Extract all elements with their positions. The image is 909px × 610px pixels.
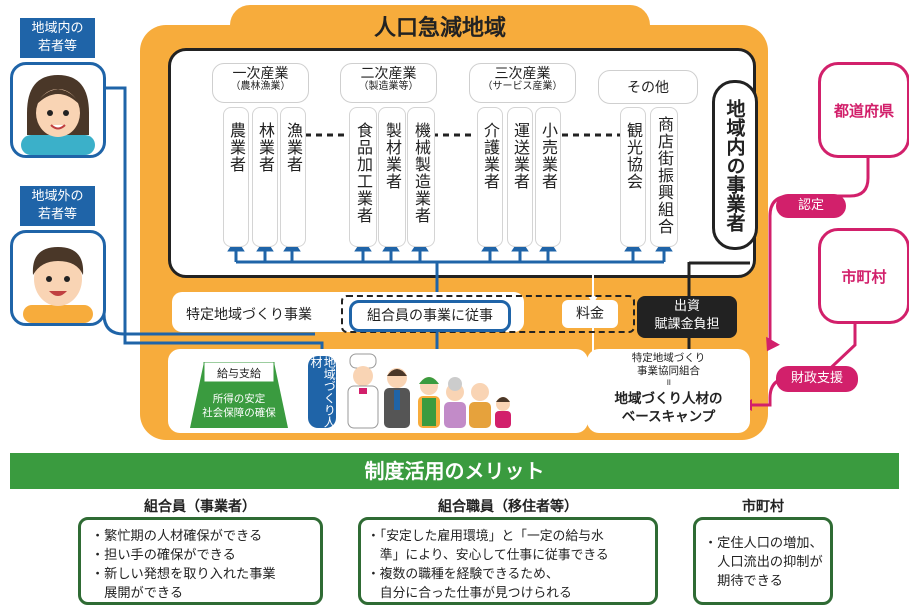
base-line1: 特定地域づくり [631,352,706,364]
merit-box-members: ・繁忙期の人材確保ができる ・担い手の確保ができる ・新しい発想を取り入れた事業… [78,517,323,605]
woman-face-icon [21,75,95,155]
inside-youth-tag: 地域内の若者等 [20,18,95,58]
merit-item: 展開ができる [91,586,184,601]
merit-head-staff: 組合職員（移住者等） [438,499,578,515]
man-face-icon [23,247,93,323]
merit-item: 人口流出の抑制が [704,555,823,570]
merit-box-municipality: ・定住人口の増加、 人口流出の抑制が 期待できる [693,517,833,605]
category-other-label: その他 [627,80,669,96]
category-secondary: 二次産業 （製造業等） [340,63,437,103]
business-agriculture: 農業者 [223,107,249,247]
category-tertiary-sub: （サービス産業） [482,80,563,92]
investment-box: 出資 賦課金負担 [637,296,737,338]
business-machinery: 機械製造業者 [407,107,435,247]
salary-line2: 社会保障の確保 [202,407,276,419]
municipality-box: 市町村 [818,228,909,324]
outside-youth-tag: 地域外の若者等 [20,186,95,226]
merit-item: ・繁忙期の人材確保ができる [91,529,263,544]
financial-support-tag: 財政支援 [776,366,858,392]
merit-item: 期待できる [704,574,783,589]
base-camp-panel: 特定地域づくり 事業協同組合 ॥ 地域づくり人材の ベースキャンプ [587,349,750,433]
dashed-frame [341,295,635,333]
business-retail: 小売業者 [535,107,561,247]
merit-item: 自分に合った仕事が見つけられる [367,586,572,601]
region-title: 人口急減地域 [230,5,650,49]
category-secondary-sub: （製造業等） [358,80,419,92]
business-fishery: 漁業者 [280,107,306,247]
business-forestry: 林業者 [252,107,278,247]
investment-line2: 賦課金負担 [654,317,720,332]
prefecture-box: 都道府県 [818,62,909,158]
category-primary-sub: （農林漁業） [230,80,291,92]
merit-item: 準」により、安心して仕事に従事できる [367,548,609,563]
base-line4: 地域づくり人材の [614,391,723,407]
category-tertiary: 三次産業 （サービス産業） [469,63,576,103]
outside-youth-avatar [10,230,106,326]
member-work-label: 組合員の事業に従事 [349,300,511,332]
business-food-processing: 食品加工業者 [349,107,377,247]
base-line3: ॥ [665,378,672,388]
outside-youth-label: 地域外の若者等 [31,189,84,222]
business-lumber: 製材業者 [378,107,406,247]
workers-illustration [347,353,511,429]
merit-head-municipality: 市町村 [742,499,784,515]
base-line5: ベースキャンプ [621,409,716,425]
certify-tag: 認定 [776,194,846,218]
merit-item: ・担い手の確保ができる [91,548,236,563]
category-primary-label: 一次産業 [232,66,289,82]
category-tertiary-label: 三次産業 [494,66,551,82]
investment-line1: 出資 [673,299,700,314]
business-shopping-street: 商店街振興組合 [650,107,678,247]
inside-youth-label: 地域内の若者等 [31,21,84,54]
merit-box-staff: ・「安定した雇用環境」と「一定の給与水 準」により、安心して仕事に従事できる ・… [358,517,658,605]
category-primary: 一次産業 （農林漁業） [212,63,309,103]
jinzai-label: 地域づくり人材 [308,356,337,428]
category-other: その他 [598,70,698,104]
category-secondary-label: 二次産業 [360,66,417,82]
salary-line1: 所得の安定 [212,393,266,405]
merit-item: ・複数の職種を経験できるため、 [367,567,559,582]
merit-item: ・定住人口の増加、 [704,536,823,551]
regional-businesses-label: 地域内の事業者 [712,80,758,250]
business-transport: 運送業者 [507,107,533,247]
merit-title: 制度活用のメリット [10,453,899,489]
inside-youth-avatar [10,62,106,158]
salary-shape [190,362,288,428]
merit-item: ・新しい発想を取り入れた事業 [91,567,276,582]
merit-head-members: 組合員（事業者） [144,499,256,515]
business-care: 介護業者 [477,107,503,247]
merit-item: ・「安定した雇用環境」と「一定の給与水 [367,529,604,544]
salary-detail: 所得の安定 社会保障の確保 [190,392,288,420]
project-label: 特定地域づくり事業 [186,307,312,323]
business-tourism: 観光協会 [620,107,646,247]
fee-label: 料金 [562,300,618,328]
salary-label: 給与支給 [217,367,261,380]
base-line2: 事業協同組合 [637,365,700,377]
